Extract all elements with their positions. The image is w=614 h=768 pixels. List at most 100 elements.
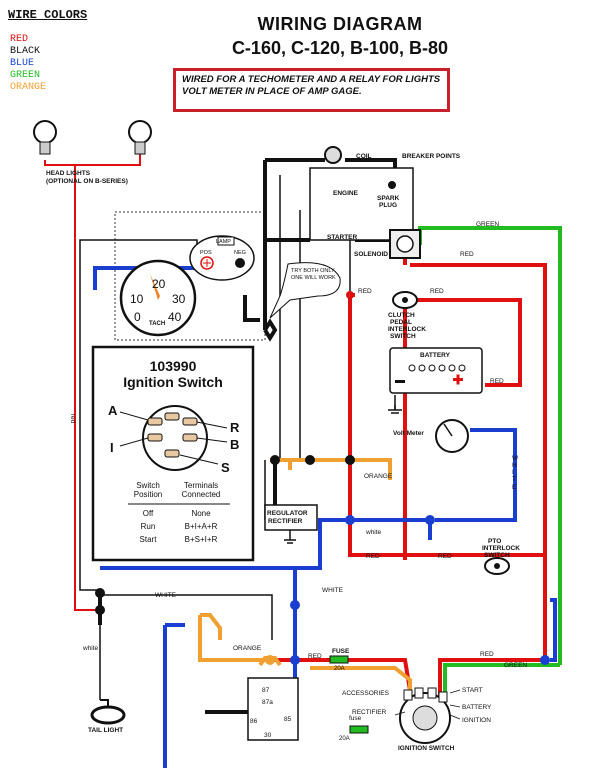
legend-red: RED	[10, 34, 29, 45]
tail-light	[90, 699, 126, 725]
page-subtitle: C-160, C-120, B-100, B-80	[231, 38, 449, 58]
tach-20: 20	[152, 277, 166, 291]
wire-label-green-bottom: GREEN	[504, 662, 528, 669]
table-row-start-position: Start	[139, 535, 157, 544]
clutch-switch	[392, 291, 418, 309]
clutch-label-3: INTERLOCK	[388, 326, 426, 333]
pin-r: R	[230, 420, 240, 435]
clutch-label-4: SWITCH	[390, 333, 416, 340]
pto-label-3: SWITCH	[484, 552, 510, 559]
regulator-ground	[284, 530, 296, 544]
wire-label-red-solenoid: RED	[460, 251, 474, 258]
page-title: WIRING DIAGRAM	[257, 14, 423, 34]
head-lights-label: HEAD LIGHTS	[46, 170, 91, 177]
relay-86: 86	[250, 718, 258, 725]
ignition-switch-bottom	[399, 687, 451, 744]
relay-30: 30	[264, 732, 272, 739]
wire-label-white-left: WHITE	[155, 592, 176, 599]
solenoid-label: SOLENOID	[354, 251, 388, 258]
table-row-off-terminals: None	[191, 509, 211, 518]
start-label: START	[462, 687, 483, 694]
pin-a: A	[108, 403, 118, 418]
note-box: WIRED FOR A TECHOMETER AND A RELAY FOR L…	[173, 68, 450, 112]
wire-label-white-right: W H I T E	[512, 455, 519, 491]
clutch-label-2: PEDAL	[390, 319, 413, 326]
battery-label: BATTERY	[420, 352, 450, 359]
wire-label-red-clutch: RED	[358, 288, 372, 295]
wire-label-red-pto2: RED	[438, 553, 452, 560]
wire-label-red-vertical: red	[69, 413, 77, 424]
ignition-leader-lines	[394, 689, 461, 720]
table-col2-header-1: Terminals	[183, 481, 219, 490]
legend-black: BLACK	[10, 46, 41, 57]
try-note-line-1: TRY BOTH ONLY	[291, 268, 335, 274]
ignition-switch-face	[119, 405, 230, 505]
neg-label: NEG	[234, 250, 246, 256]
wire-label-orange-mid: ORANGE	[364, 473, 393, 480]
pin-s: S	[221, 460, 230, 475]
engine-box	[309, 167, 414, 241]
table-col1-header-2: Position	[133, 490, 163, 499]
legend-orange: ORANGE	[10, 82, 47, 93]
wire-label-white-blue: WHITE	[322, 587, 343, 594]
head-lights-note: (OPTIONAL ON B-SERIES)	[46, 178, 128, 185]
head-lights	[33, 120, 152, 155]
table-col2-header: Terminals Connected	[170, 481, 232, 499]
pto-label-1: PTO	[488, 538, 502, 545]
lamp-label: LAMP	[216, 239, 231, 245]
spark-plug-icon	[388, 181, 396, 189]
accessories-label: ACCESSORIES	[342, 690, 389, 697]
pos-label: POS	[200, 250, 212, 256]
note-line-1: WIRED FOR A TECHOMETER AND A RELAY FOR L…	[182, 74, 441, 85]
coil-label: COIL	[356, 153, 372, 160]
coil	[324, 146, 342, 164]
fuse-rating: 20A	[334, 666, 345, 672]
ignition-term-label: IGNITION	[462, 717, 491, 724]
volt-meter-label: Volt Meter	[393, 430, 424, 437]
battery	[388, 347, 483, 414]
try-note-bubble	[269, 262, 341, 319]
table-col1: Off Run Start	[128, 507, 168, 546]
battery-term-label: BATTERY	[462, 704, 492, 711]
breaker-points-label: BREAKER POINTS	[402, 153, 461, 160]
wire-label-red-clutch2: RED	[430, 288, 444, 295]
fuse2-rating: 20A	[339, 736, 350, 742]
junction-dots	[95, 291, 550, 665]
rectifier-label: RECTIFIER	[352, 709, 387, 716]
ignition-panel-title: 103990 Ignition Switch	[96, 358, 250, 390]
legend-blue: BLUE	[10, 58, 35, 69]
table-row-off-position: Off	[142, 509, 154, 518]
engine-label: ENGINE	[333, 190, 358, 197]
pin-i: I	[110, 440, 114, 455]
pin-b: B	[230, 437, 240, 452]
legend-green: GREEN	[10, 70, 41, 81]
starter-label: STARTER	[327, 234, 358, 241]
red-thin-wires	[44, 150, 141, 611]
spark-plug-label-2: PLUG	[379, 202, 398, 209]
fuse2-label: fuse	[349, 715, 362, 722]
table-row-start-terminals: B+S+I+R	[184, 535, 218, 544]
lamp-gauge	[189, 235, 255, 281]
wire-label-green-top: GREEN	[476, 221, 500, 228]
clutch-label-1: CLUTCH	[388, 312, 415, 319]
wire-label-red-pto1: RED	[366, 553, 380, 560]
ignition-part-number: 103990	[149, 358, 197, 374]
fuse-label: FUSE	[332, 648, 350, 655]
volt-meter	[435, 419, 469, 453]
legend-title: WIRE COLORS	[8, 8, 88, 22]
table-col2: None B+I+A+R B+S+I+R	[170, 507, 232, 546]
tachometer	[119, 259, 197, 337]
tail-light-label: TAIL LIGHT	[88, 727, 124, 734]
relay-85: 85	[284, 716, 292, 723]
tach-30: 30	[172, 292, 186, 306]
relay-87: 87	[262, 687, 270, 694]
relay-87a: 87a	[262, 699, 273, 706]
table-col1-header: Switch Position	[128, 481, 168, 499]
tach-label: TACH	[149, 321, 166, 327]
fuse2-icon	[349, 725, 369, 734]
regulator-label-2: RECTIFIER	[268, 518, 303, 525]
wire-label-red-bottom: RED	[480, 651, 494, 658]
tach-40: 40	[168, 310, 182, 324]
regulator-label-1: REGULATOR	[267, 510, 308, 517]
